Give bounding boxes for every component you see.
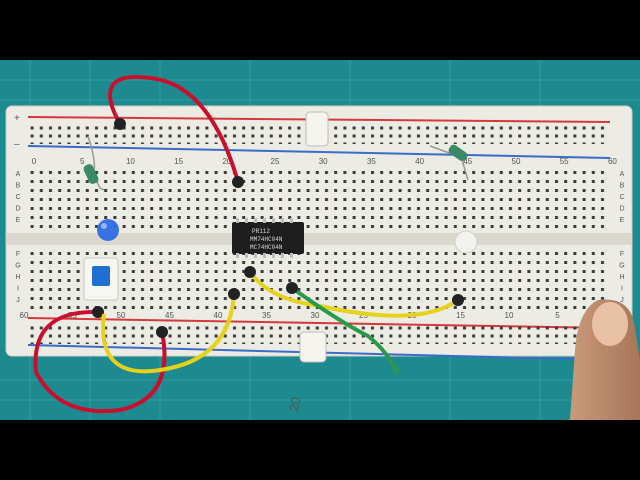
row-letter-bottom-right: G	[619, 263, 624, 270]
row-letter-top-right: B	[620, 183, 625, 190]
rail-clip-top	[305, 111, 329, 147]
wire-yellow-left	[101, 293, 236, 374]
column-number-top: 50	[512, 157, 521, 166]
row-letter-top-right: A	[620, 171, 625, 178]
wire-red-bottom	[33, 309, 167, 414]
column-number-top: 5	[80, 157, 85, 166]
letterbox-bottom	[0, 420, 640, 480]
hand	[570, 299, 640, 420]
row-letter-bottom-left: G	[15, 263, 20, 270]
row-letter-bottom-left: I	[17, 286, 19, 293]
row-letter-bottom-left: F	[16, 251, 20, 258]
column-number-top: 20	[222, 157, 231, 166]
led-blue	[97, 219, 119, 241]
column-number-bottom: 10	[505, 311, 514, 320]
ic-label-1: PR112	[252, 228, 270, 235]
mat-mark: 20	[286, 396, 303, 413]
row-letter-bottom-left: J	[16, 297, 20, 304]
column-number-top: 35	[367, 157, 376, 166]
row-letter-top-left: B	[16, 183, 21, 190]
column-number-top: 45	[463, 157, 472, 166]
column-number-top: 60	[608, 157, 617, 166]
led-white	[454, 230, 478, 254]
rail-clip-bottom	[299, 331, 327, 363]
column-number-bottom: 5	[555, 311, 560, 320]
column-number-bottom: 60	[20, 311, 29, 320]
row-letter-top-left: D	[15, 206, 20, 213]
column-number-bottom: 15	[456, 311, 465, 320]
ic-label-3: MC74HC04N	[250, 244, 283, 251]
column-number-top: 30	[319, 157, 328, 166]
row-letter-top-left: C	[15, 194, 20, 201]
column-number-top: 10	[126, 157, 135, 166]
row-letter-bottom-right: F	[620, 251, 624, 258]
column-number-top: 25	[271, 157, 280, 166]
row-letter-bottom-right: H	[619, 274, 624, 281]
column-number-bottom: 35	[262, 311, 271, 320]
row-letter-top-right: C	[619, 194, 624, 201]
push-button	[83, 257, 119, 301]
row-letter-top-left: A	[16, 171, 21, 178]
resistor-right	[429, 144, 469, 181]
column-number-top: 55	[560, 157, 569, 166]
row-letter-top-right: E	[620, 217, 625, 224]
minus-top-left: –	[14, 139, 20, 150]
column-number-top: 15	[174, 157, 183, 166]
row-letter-top-left: E	[16, 217, 21, 224]
column-number-top: 40	[415, 157, 424, 166]
terminal-holes-top	[30, 168, 610, 228]
resistor-left	[83, 135, 105, 191]
wire-red-top	[108, 75, 240, 183]
column-number-bottom: 45	[165, 311, 174, 320]
rail-blue-top	[27, 145, 611, 159]
terminal-holes-bottom	[30, 250, 610, 310]
column-number-top: 0	[32, 157, 37, 166]
column-number-bottom: 50	[117, 311, 126, 320]
row-letter-bottom-left: H	[15, 274, 20, 281]
ic-label-2: MM74HC04N	[250, 236, 283, 243]
plus-top-left: +	[14, 113, 20, 124]
column-numbers-top: 0 5 10 15 20 25 30 35 40 45 50 55 60	[32, 157, 618, 166]
ic-chip: PR112 MM74HC04N MC74HC04N	[232, 218, 304, 258]
letterbox-top	[0, 0, 640, 60]
wire-yellow-right	[248, 270, 460, 318]
row-letter-bottom-right: J	[620, 297, 624, 304]
row-letter-bottom-right: I	[621, 286, 623, 293]
column-number-bottom: 40	[214, 311, 223, 320]
wire-green	[290, 286, 400, 375]
row-letter-top-right: D	[619, 206, 624, 213]
column-number-bottom: 30	[311, 311, 320, 320]
